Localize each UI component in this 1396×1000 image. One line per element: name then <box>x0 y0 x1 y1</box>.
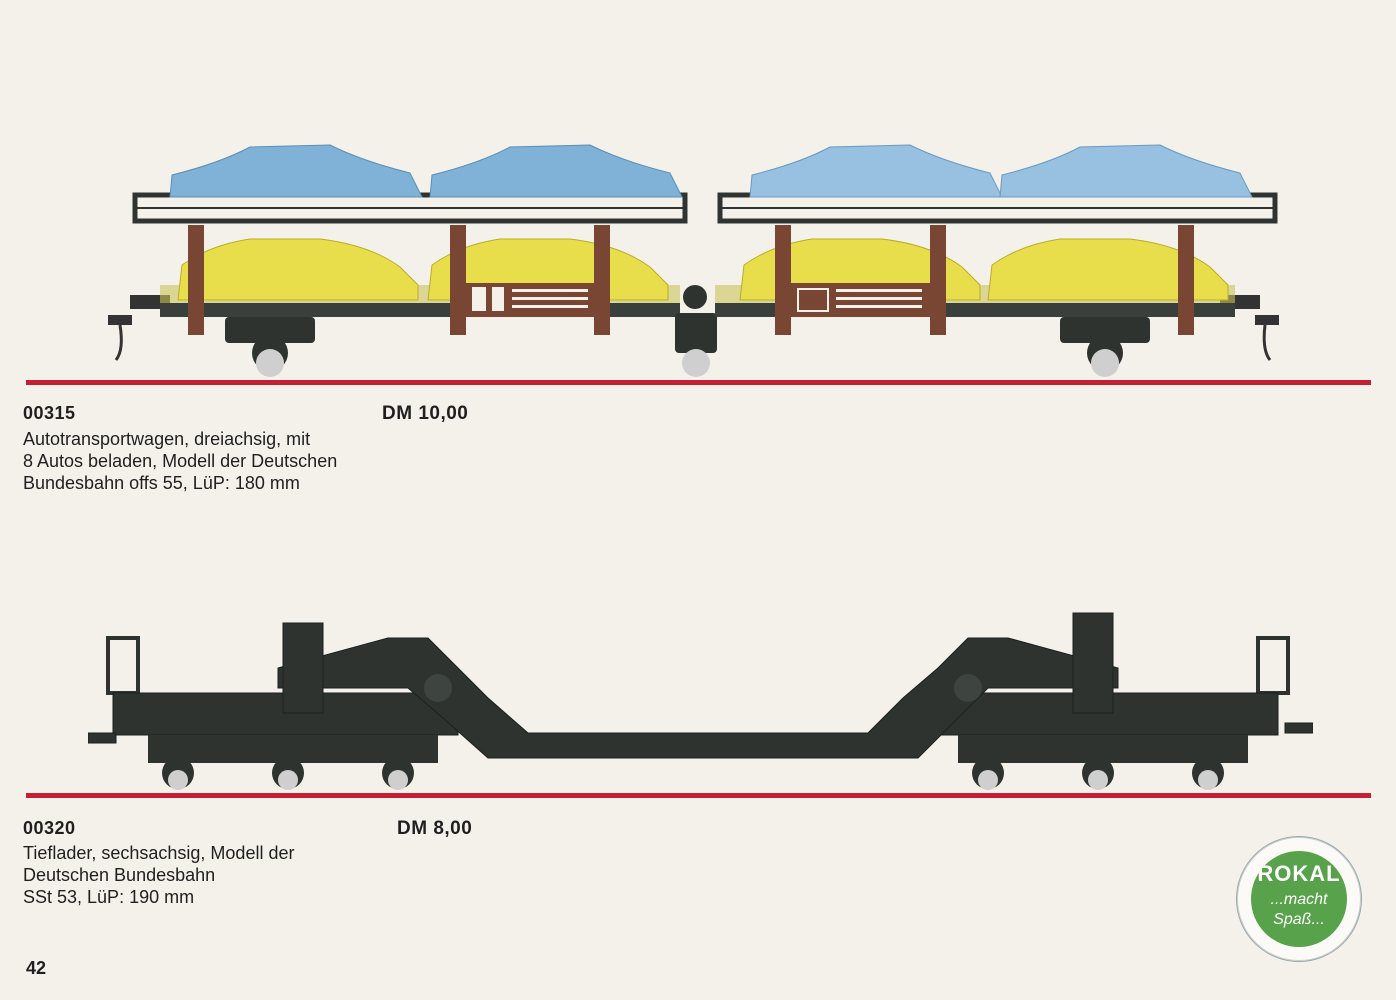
product-code-00315: 00315 <box>23 403 76 423</box>
rokal-badge-disc: ROKAL ...macht Spaß... <box>1251 851 1347 947</box>
description-line: Bundesbahn offs 55, LüP: 180 mm <box>23 473 300 493</box>
badge-slogan-line-1: ...macht <box>1270 891 1328 908</box>
description-line: SSt 53, LüP: 190 mm <box>23 887 195 907</box>
product-price-00315: DM 10,00 <box>382 403 469 424</box>
rokal-badge: ROKAL ...macht Spaß... <box>1236 836 1362 962</box>
divider-rule-bottom <box>26 793 1371 798</box>
product-code-00320: 00320 <box>23 818 76 838</box>
description-line: Autotransportwagen, dreiachsig, mit <box>23 429 311 449</box>
low-loader-wagon-image <box>88 612 1313 790</box>
description-line: 8 Autos beladen, Modell der Deutschen <box>23 451 338 471</box>
divider-rule-top <box>26 380 1371 385</box>
product-price-00320: DM 8,00 <box>397 818 473 839</box>
description-line: Tieflader, sechsachsig, Modell der <box>23 843 295 863</box>
product-description-00315: Autotransportwagen, dreiachsig, mit 8 Au… <box>23 428 337 494</box>
description-line: Deutschen Bundesbahn <box>23 865 216 885</box>
car-transporter-wagon-image <box>108 144 1279 377</box>
page-number: 42 <box>26 958 47 978</box>
product-description-00320: Tieflader, sechsachsig, Modell der Deuts… <box>23 842 294 908</box>
badge-slogan-line-2: Spaß... <box>1273 911 1325 928</box>
rokal-logo-text: ROKAL <box>1257 861 1341 886</box>
